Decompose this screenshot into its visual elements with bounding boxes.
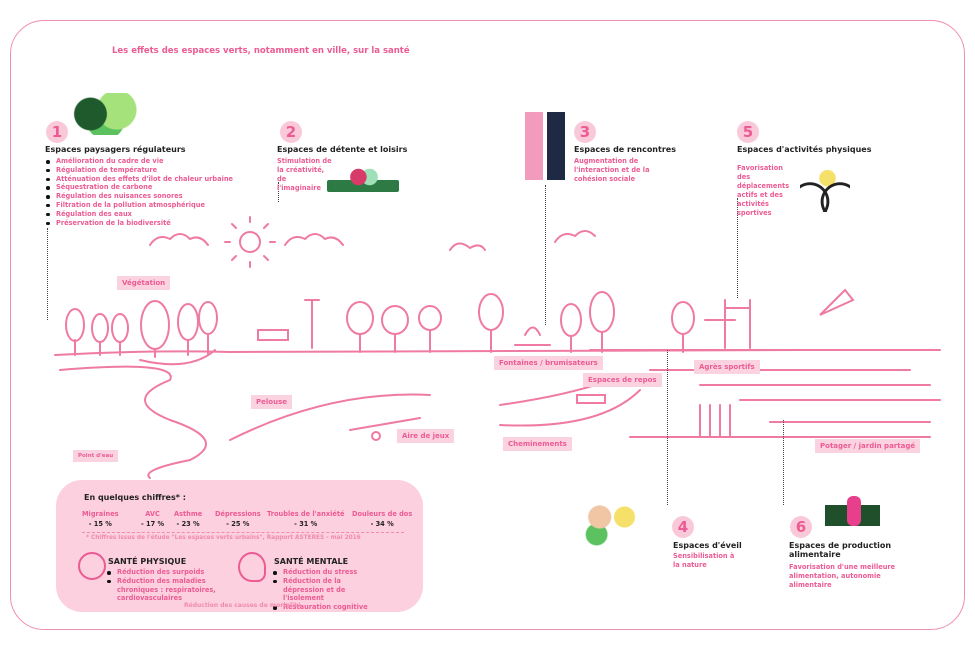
- section-2-text: Stimulation de la créativité, de l'imagi…: [277, 157, 332, 192]
- list-item: Réduction des maladies chroniques : resp…: [106, 577, 216, 603]
- section-5-text: Favorisation des déplacements actifs et …: [737, 164, 790, 217]
- section-6-number: 6: [790, 516, 812, 538]
- connector-1: [47, 228, 48, 320]
- stats-panel: En quelques chiffres* : Migraines- 15 % …: [56, 480, 423, 612]
- section-6-text: Favorisation d'une meilleure alimentatio…: [789, 563, 896, 589]
- section-5-title: Espaces d'activités physiques: [737, 145, 872, 154]
- ground-line: [54, 349, 801, 356]
- list-item: Réduction des surpoids: [106, 568, 216, 577]
- elderly-couple-illustration: [350, 165, 378, 195]
- connector-5: [737, 198, 738, 298]
- section-4-number: 4: [672, 516, 694, 538]
- connector-4: [667, 350, 668, 505]
- list-item: Filtration de la pollution atmosphérique: [45, 201, 233, 210]
- list-item: Atténuation des effets d'îlot de chaleur…: [45, 175, 233, 184]
- list-item: Réduction de la dépression et de l'isole…: [272, 577, 382, 603]
- page-title: Les effets des espaces verts, notamment …: [112, 46, 410, 56]
- mentale-title: SANTÉ MENTALE: [274, 557, 349, 566]
- frame: [10, 20, 965, 630]
- section-4-title: Espaces d'éveil: [673, 541, 742, 550]
- children-illustration: [578, 497, 640, 547]
- people-talking-illustration: [525, 112, 565, 180]
- stat-item: Migraines- 15 %: [82, 510, 119, 528]
- label-agres: Agrès sportifs: [694, 360, 760, 374]
- label-fontaines: Fontaines / brumisateurs: [494, 356, 603, 370]
- list-item: Restauration cognitive: [272, 603, 382, 612]
- stats-heading: En quelques chiffres* :: [84, 493, 186, 502]
- section-6-title: Espaces de production alimentaire: [789, 541, 892, 559]
- connector-6: [783, 420, 784, 505]
- label-repos: Espaces de repos: [583, 373, 662, 387]
- section-3-number: 3: [574, 121, 596, 143]
- connector-2: [278, 182, 279, 202]
- garden-illustration: [825, 488, 880, 526]
- list-item: Amélioration du cadre de vie: [45, 157, 233, 166]
- trees: [65, 291, 695, 358]
- list-item: Réduction du stress: [272, 568, 382, 577]
- connector-3: [545, 185, 546, 325]
- path: [499, 389, 641, 427]
- label-potager: Potager / jardin partagé: [815, 439, 921, 453]
- label-aire-jeux: Aire de jeux: [397, 429, 455, 443]
- label-point-eau: Point d'eau: [73, 450, 119, 462]
- list-item: Séquestration de carbone: [45, 183, 233, 192]
- section-2-number: 2: [280, 121, 302, 143]
- stat-item: Asthme- 23 %: [174, 510, 203, 528]
- section-1-list: Amélioration du cadre de vie Régulation …: [45, 157, 233, 227]
- mentale-list: Réduction du stress Réduction de la dépr…: [272, 568, 382, 612]
- stat-item: Douleurs de dos- 34 %: [352, 510, 413, 528]
- arrow-line: [82, 532, 404, 533]
- list-item: Régulation des eaux: [45, 210, 233, 219]
- stat-item: AVC- 17 %: [141, 510, 165, 528]
- label-vegetation: Végétation: [117, 276, 171, 290]
- label-pelouse: Pelouse: [251, 395, 292, 409]
- stats-footer: Réduction des causes de mortalité: [184, 602, 302, 609]
- trees-illustration: [68, 93, 143, 135]
- label-cheminements: Cheminements: [503, 437, 572, 451]
- lawn: [229, 393, 431, 441]
- physique-list: Réduction des surpoids Réduction des mal…: [106, 568, 216, 603]
- clouds: [149, 230, 596, 251]
- river: [59, 365, 207, 479]
- stat-item: Troubles de l'anxiété- 31 %: [267, 510, 345, 528]
- head-lotus-icon: [238, 552, 266, 582]
- stats-source: * Chiffres issus de l'étude "Les espaces…: [86, 535, 361, 541]
- stat-item: Dépressions- 25 %: [215, 510, 261, 528]
- section-2-title: Espaces de détente et loisirs: [277, 145, 408, 154]
- section-1-title: Espaces paysagers régulateurs: [45, 145, 186, 154]
- section-1-number: 1: [46, 121, 68, 143]
- body-icon: [78, 552, 106, 580]
- section-5-number: 5: [737, 121, 759, 143]
- list-item: Régulation de température: [45, 166, 233, 175]
- cyclist-illustration: [800, 160, 850, 212]
- list-item: Préservation de la biodiversité: [45, 219, 233, 228]
- section-3-text: Augmentation de l'interaction et de la c…: [574, 157, 650, 183]
- section-3-title: Espaces de rencontres: [574, 145, 676, 154]
- list-item: Régulation des nuisances sonores: [45, 192, 233, 201]
- section-4-text: Sensibilisation à la nature: [673, 552, 735, 569]
- physique-title: SANTÉ PHYSIQUE: [108, 557, 187, 566]
